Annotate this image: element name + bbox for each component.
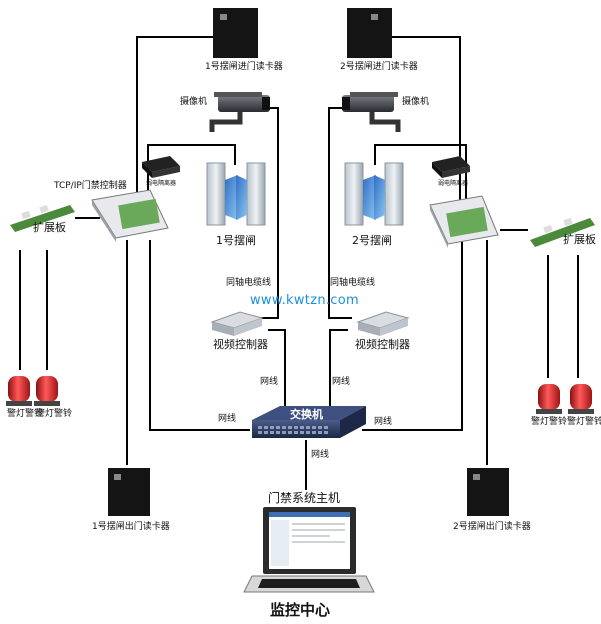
label-expansion-left: 扩展板 [33,221,66,234]
label-gate-2: 2号摆闸 [352,234,392,247]
swing-gate-1-icon [206,162,266,226]
label-alarm-3: 警灯警铃 [531,417,568,427]
label-video-ctrl-left: 视频控制器 [213,338,268,351]
line-ctrl-right-switch [362,240,463,431]
line-ctrl-gate-left [147,144,236,205]
camera-right-icon [342,92,401,132]
line-video-right-switch [329,329,348,410]
network-switch-icon [252,406,366,438]
alarm-light-4-icon [568,384,594,414]
relay-left-icon [142,156,180,178]
card-reader-out-2 [467,468,509,516]
label-reader-in-2: 2号摆闸进门读卡器 [340,62,418,72]
label-reader-out-2: 2号摆闸出门读卡器 [453,522,531,532]
card-reader-in-1 [213,8,258,58]
website-watermark: www.kwtzn.com [250,293,359,308]
video-controller-left-icon [210,311,264,336]
label-net-2: 网线 [332,377,351,387]
label-net-5: 网线 [311,450,330,460]
card-reader-in-2 [347,8,392,58]
label-net-4: 网线 [374,417,393,427]
label-video-ctrl-right: 视频控制器 [355,338,410,351]
card-reader-out-1 [108,468,150,516]
label-relay-right: 弱电隔离器 [438,180,469,187]
relay-right-icon [432,156,470,178]
alarm-light-2-icon [34,376,60,406]
line-ctrl-left-switch [149,240,250,431]
line-coax-left [258,107,279,319]
label-alarm-2: 警灯警铃 [36,409,73,419]
label-coax-right: 同轴电缆线 [330,278,376,288]
label-reader-in-1: 1号摆闸进门读卡器 [205,62,283,72]
label-host: 门禁系统主机 [268,491,341,505]
expansion-board-left-icon [10,204,75,232]
expansion-board-right-icon [530,217,595,247]
label-gate-1: 1号摆闸 [216,234,256,247]
label-camera-left: 摄像机 [180,97,208,107]
label-coax-left: 同轴电缆线 [226,278,272,288]
label-alarm-1: 警灯警铃 [7,409,44,419]
connection-lines [19,36,579,490]
line-ctrl-gate-right [374,144,467,205]
video-controller-right-icon [356,311,410,336]
laptop-host-icon [243,507,375,593]
camera-left-icon [209,92,270,132]
line-reader-in-1 [136,36,213,200]
alarm-light-3-icon [536,384,562,414]
line-video-left-switch [268,329,286,410]
label-net-3: 网线 [218,414,237,424]
controller-left-icon [91,189,169,242]
label-reader-out-1: 1号摆闸出门读卡器 [92,522,170,532]
label-monitor-center: 监控中心 [270,601,331,619]
label-tcp-controller: TCP/IP门禁控制器 [54,181,127,191]
label-camera-right: 摄像机 [402,97,430,107]
alarm-light-1-icon [6,376,32,406]
label-relay-left: 弱电隔离器 [146,180,177,187]
label-switch: 交换机 [290,408,323,421]
line-coax-right [328,107,352,319]
label-alarm-4: 警灯警铃 [567,417,601,427]
swing-gate-2-icon [344,162,404,226]
controller-right-icon [429,195,499,248]
label-expansion-right: 扩展板 [563,233,596,246]
label-net-1: 网线 [260,377,279,387]
